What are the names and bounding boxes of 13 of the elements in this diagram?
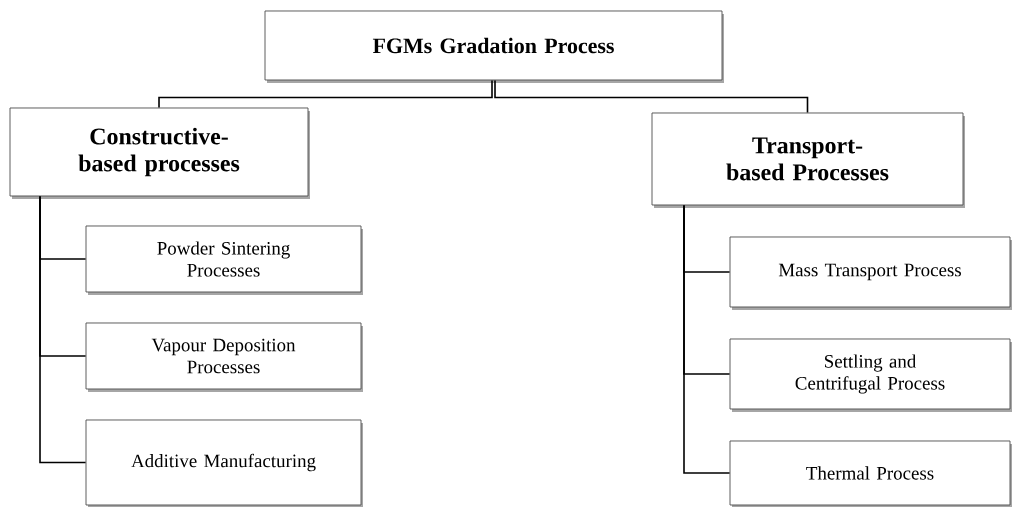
connector-line	[494, 79, 809, 114]
process-box: Mass Transport Process	[729, 236, 1012, 310]
process-box: Vapour Deposition Processes	[85, 322, 363, 392]
process-box: Settling and Centrifugal Process	[729, 338, 1012, 412]
connector-line	[39, 195, 87, 464]
category-box: Constructive-based processes	[9, 107, 310, 199]
process-box: Additive Manufacturing	[85, 419, 363, 507]
category-box: Transport-based Processes	[651, 112, 965, 208]
title-box: FGMs Gradation Process	[264, 10, 724, 83]
connector-line	[683, 204, 731, 474]
connector-line	[158, 79, 493, 109]
process-box: Thermal Process	[729, 440, 1012, 507]
process-box: Powder Sintering Processes	[85, 225, 363, 295]
